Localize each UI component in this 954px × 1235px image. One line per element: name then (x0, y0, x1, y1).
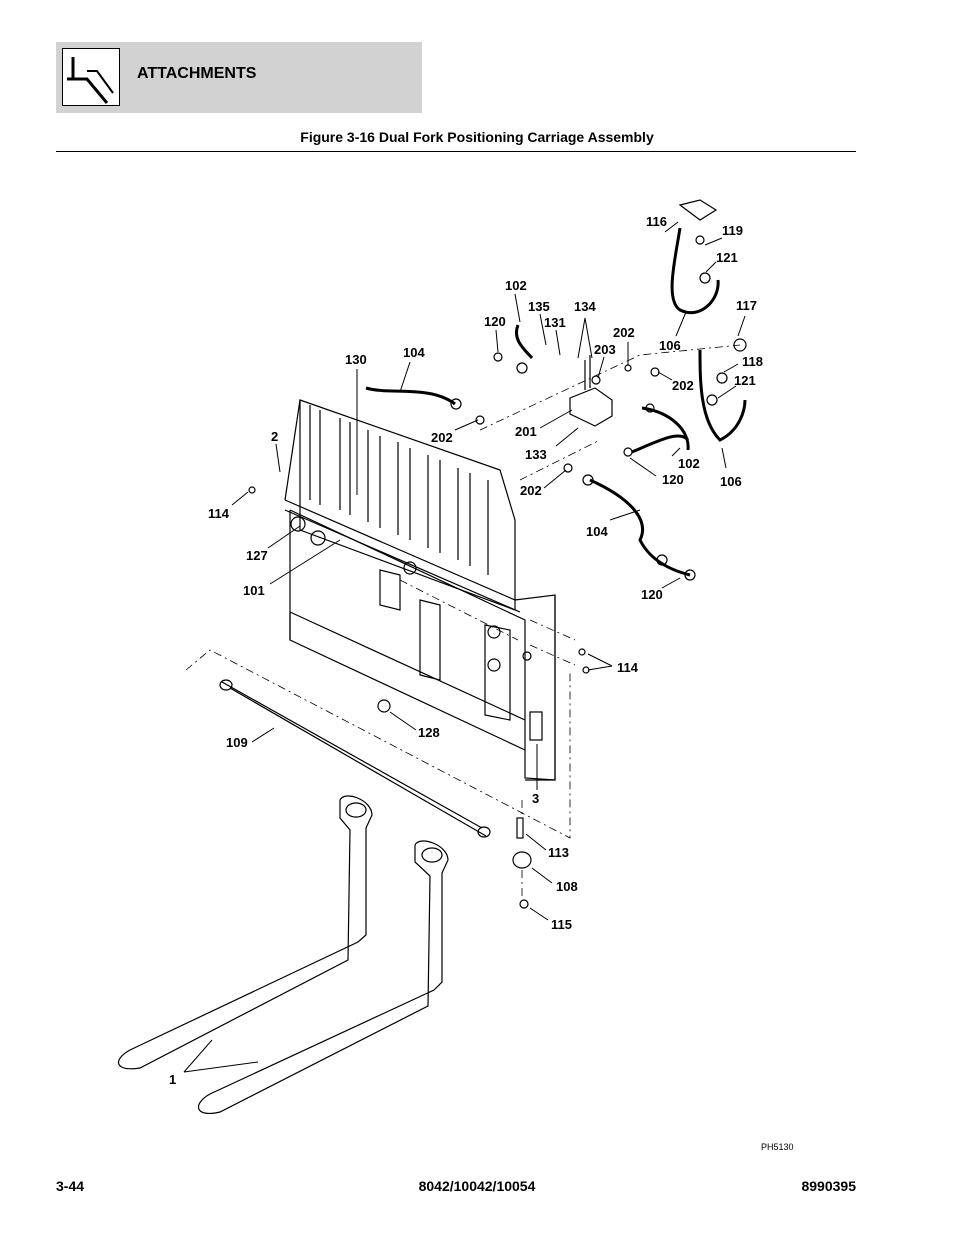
callout-202: 202 (520, 483, 542, 498)
callout-202: 202 (672, 378, 694, 393)
section-title: ATTACHMENTS (137, 65, 257, 82)
callout-203: 203 (594, 342, 616, 357)
callout-115: 115 (551, 917, 572, 932)
callout-106: 106 (720, 474, 742, 489)
callout-201: 201 (515, 424, 537, 439)
callout-128: 128 (418, 725, 440, 740)
callout-3: 3 (532, 791, 539, 806)
callout-133: 133 (525, 447, 547, 462)
callout-106: 106 (659, 338, 681, 353)
callout-102: 102 (505, 278, 527, 293)
callout-109: 109 (226, 735, 248, 750)
figure-reference: PH5130 (761, 1142, 794, 1152)
callout-101: 101 (243, 583, 265, 598)
callout-131: 131 (544, 315, 566, 330)
centerlines (185, 344, 741, 900)
callout-135: 135 (528, 299, 550, 314)
page-number: 3-44 (56, 1178, 85, 1194)
callout-118: 118 (742, 354, 763, 369)
callout-121: 121 (734, 373, 756, 388)
callout-116: 116 (646, 214, 667, 229)
callout-1: 1 (169, 1072, 176, 1087)
fork-attachment-icon (62, 48, 120, 106)
callout-202: 202 (431, 430, 453, 445)
callout-104: 104 (586, 524, 608, 539)
drawing-lines (118, 199, 747, 1114)
figure-title: Figure 3-16 Dual Fork Positioning Carria… (300, 129, 654, 145)
title-rule (56, 151, 856, 152)
model-numbers: 8042/10042/10054 (418, 1178, 536, 1194)
callout-202: 202 (613, 325, 635, 340)
callout-labels: 116 119 121 102 135 134 131 120 202 117 … (169, 214, 794, 1152)
callout-108: 108 (556, 879, 578, 894)
leader-lines (183, 221, 746, 1073)
callout-120: 120 (662, 472, 684, 487)
callout-113: 113 (548, 845, 569, 860)
callout-121: 121 (716, 250, 738, 265)
callout-117: 117 (736, 298, 757, 313)
callout-120: 120 (641, 587, 663, 602)
callout-114: 114 (208, 506, 230, 521)
callout-2: 2 (271, 429, 278, 444)
callout-104: 104 (403, 345, 425, 360)
callout-119: 119 (722, 223, 743, 238)
callout-127: 127 (246, 548, 268, 563)
callout-134: 134 (574, 299, 596, 314)
callout-114: 114 (617, 660, 639, 675)
callout-120: 120 (484, 314, 506, 329)
callout-102: 102 (678, 456, 700, 471)
document-number: 8990395 (801, 1178, 856, 1194)
callout-130: 130 (345, 352, 367, 367)
